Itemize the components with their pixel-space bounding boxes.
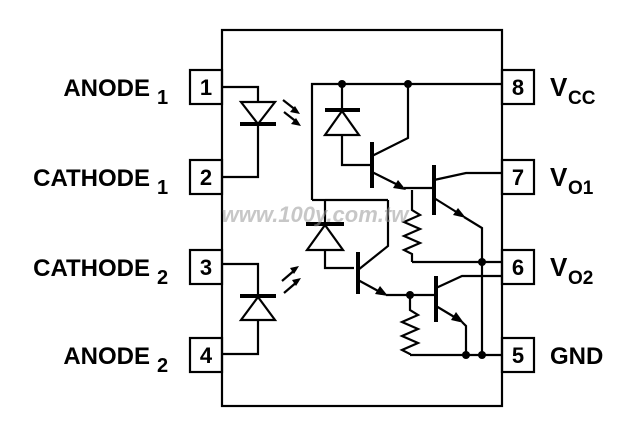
pin-label-5: GND xyxy=(550,343,603,370)
transistor-q2 xyxy=(432,165,502,355)
pin-label-6: V xyxy=(550,252,568,282)
pin-sub-8: CC xyxy=(568,88,596,109)
photodiode-1 xyxy=(322,84,370,167)
left-pin-labels: ANODE 1 CATHODE 1 CATHODE 2 ANODE 2 xyxy=(33,75,168,377)
light-arrows-1 xyxy=(282,99,301,126)
right-pin-labels: V CC V O1 V O2 GND xyxy=(550,72,603,370)
gnd-rail xyxy=(410,351,502,359)
pin-label-1: ANODE xyxy=(63,75,150,102)
pin-box-3 xyxy=(188,248,224,286)
pin-number-3: 3 xyxy=(200,255,212,280)
pin-number-8: 8 xyxy=(512,75,524,100)
transistor-q4 xyxy=(434,274,502,355)
pin-box-7 xyxy=(500,158,536,196)
pin-number-1: 1 xyxy=(200,75,212,100)
package-outline xyxy=(220,28,504,408)
pin-sub-6: O2 xyxy=(568,268,593,289)
transistor-q3 xyxy=(356,252,434,299)
pin-number-4: 4 xyxy=(200,343,213,368)
pin-label-7: V xyxy=(550,162,568,192)
pin-sub-7: O1 xyxy=(568,178,594,199)
pin-numbers: 1 2 3 4 5 6 7 8 xyxy=(200,75,524,368)
pin-sub-3: 2 xyxy=(157,267,168,289)
pin-number-5: 5 xyxy=(512,343,524,368)
resistor-2 xyxy=(399,295,421,355)
led-1 xyxy=(222,85,278,179)
watermark: www.100y.com.tw xyxy=(222,202,411,227)
pin-label-4: ANODE xyxy=(63,343,150,370)
pin-label-8: V xyxy=(550,72,568,102)
pin-box-6 xyxy=(500,248,536,286)
resistor-1 xyxy=(401,190,486,266)
pin-label-3: CATHODE xyxy=(33,255,150,282)
pin-number-6: 6 xyxy=(512,255,524,280)
pin-sub-1: 1 xyxy=(157,87,168,109)
photodiode-2 xyxy=(304,198,390,271)
transistor-q1 xyxy=(370,84,432,190)
pin-sub-4: 2 xyxy=(157,355,168,377)
led-2 xyxy=(222,262,278,356)
pin-number-7: 7 xyxy=(512,165,524,190)
pin-label-2: CATHODE xyxy=(33,165,150,192)
pin-box-8 xyxy=(500,68,536,106)
light-arrows-2 xyxy=(281,266,301,294)
pin-boxes xyxy=(188,68,536,374)
pin-sub-2: 1 xyxy=(157,177,168,199)
pin-number-2: 2 xyxy=(200,165,212,190)
